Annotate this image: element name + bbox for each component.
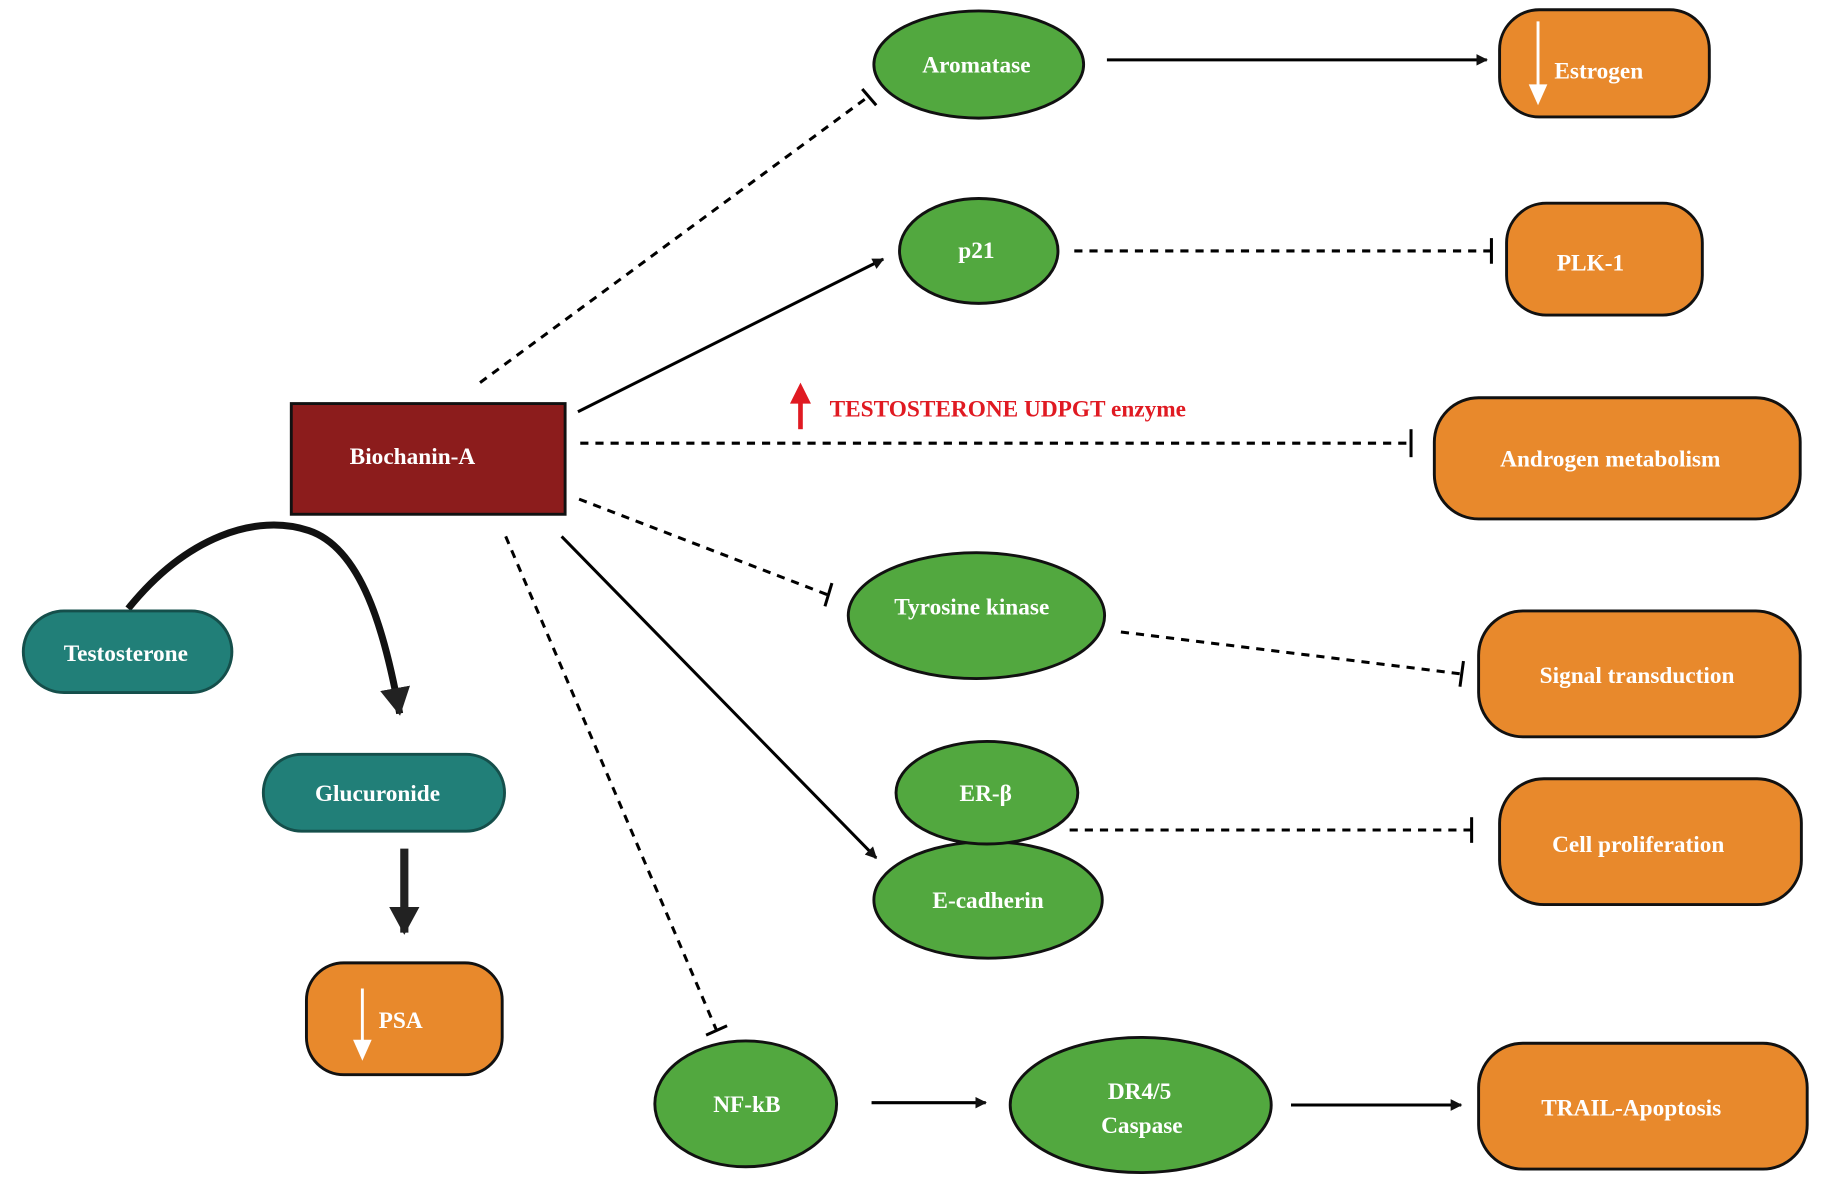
node-biochanin-a[interactable]: Biochanin-A — [289, 402, 567, 516]
edges — [125, 54, 1493, 1111]
node-label: E-cadherin — [932, 888, 1043, 914]
node-p21[interactable]: p21 — [898, 197, 1060, 305]
down-arrow-icon — [1528, 21, 1548, 106]
udpgt-label: TESTOSTERONE UDPGT enzyme — [830, 396, 1186, 422]
node-label: Aromatase — [922, 53, 1030, 79]
node-label-line2: Caspase — [1101, 1113, 1183, 1139]
node-label: Estrogen — [1554, 58, 1643, 84]
inhibition-bar-nfkb — [705, 1024, 728, 1037]
edge-testosterone-glucuronide — [125, 521, 411, 716]
node-tyrosine-kinase[interactable]: Tyrosine kinase — [846, 551, 1107, 681]
node-cell-proliferation[interactable]: Cell proliferation — [1498, 777, 1803, 907]
node-signal-transduction[interactable]: Signal transduction — [1477, 609, 1802, 739]
up-arrow-icon — [789, 382, 811, 430]
node-label: PLK-1 — [1557, 251, 1624, 277]
node-label: ER-β — [960, 781, 1012, 807]
edge-biochanin-aromatase — [479, 94, 871, 384]
node-label: Androgen metabolism — [1500, 446, 1721, 472]
inhibition-bar-tyrosine — [823, 582, 834, 607]
node-label: p21 — [958, 238, 994, 264]
edge-biochanin-tyrosine — [578, 497, 828, 597]
node-trail-apoptosis[interactable]: TRAIL-Apoptosis — [1477, 1041, 1809, 1171]
down-arrow-icon — [353, 988, 372, 1061]
node-label: Tyrosine kinase — [894, 594, 1049, 620]
node-androgen-metabolism[interactable]: Androgen metabolism — [1432, 396, 1802, 521]
node-aromatase[interactable]: Aromatase — [872, 9, 1086, 120]
node-estrogen[interactable]: Estrogen — [1498, 8, 1711, 119]
edge-biochanin-p21 — [577, 257, 885, 414]
node-label: NF-kB — [713, 1092, 780, 1118]
node-label: Glucuronide — [315, 781, 440, 807]
node-testosterone[interactable]: Testosterone — [21, 609, 234, 694]
node-label: Cell proliferation — [1552, 832, 1724, 858]
inhibition-bar-signal — [1458, 660, 1465, 687]
node-dr45-caspase[interactable]: DR4/5 Caspase — [1008, 1035, 1273, 1175]
node-label: Biochanin-A — [350, 444, 476, 470]
edge-biochanin-nfkb — [504, 535, 718, 1032]
node-label: Signal transduction — [1540, 663, 1735, 689]
node-nf-kb[interactable]: NF-kB — [653, 1039, 839, 1169]
edge-tyrosine-signal — [1120, 630, 1462, 676]
node-plk-1[interactable]: PLK-1 — [1505, 201, 1704, 317]
node-label-line1: DR4/5 — [1108, 1079, 1171, 1105]
node-psa[interactable]: PSA — [304, 961, 504, 1077]
node-label: PSA — [379, 1008, 423, 1034]
node-label: Testosterone — [64, 641, 188, 667]
node-e-cadherin[interactable]: E-cadherin — [872, 840, 1104, 960]
edge-biochanin-ecadherin — [560, 535, 878, 860]
node-er-beta[interactable]: ER-β — [894, 740, 1080, 846]
inhibition-bar-aromatase — [861, 87, 878, 107]
udpgt-annotation: TESTOSTERONE UDPGT enzyme — [789, 382, 1186, 430]
node-label: TRAIL-Apoptosis — [1541, 1096, 1721, 1122]
node-glucuronide[interactable]: Glucuronide — [261, 752, 506, 833]
